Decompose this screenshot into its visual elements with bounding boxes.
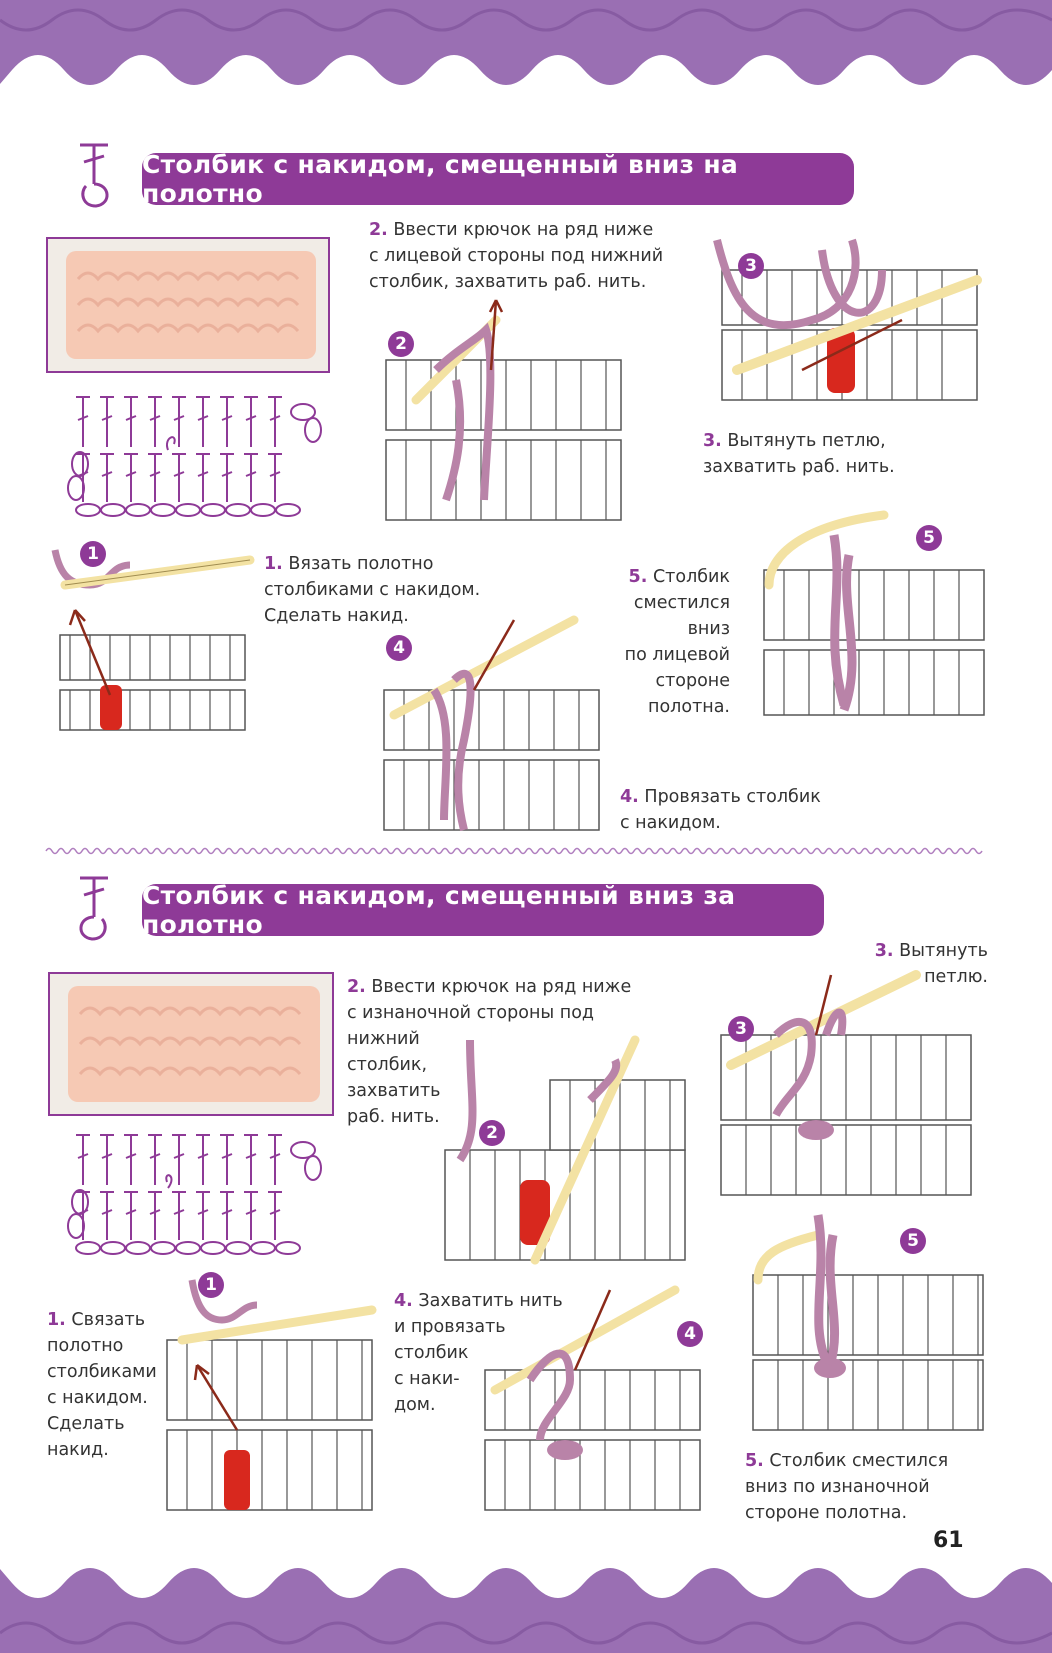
illustration-step4-front <box>383 615 600 831</box>
step2-text-front: 2. Ввести крючок на ряд ниже с лицевой с… <box>369 220 664 292</box>
section-divider <box>45 847 983 855</box>
step-badge-5-back: 5 <box>900 1228 926 1254</box>
step-badge-4-back: 4 <box>677 1321 703 1347</box>
section2-title: Столбик с накидом, смещенный вниз за пол… <box>142 881 824 939</box>
step3-text-back: 3. Вытянуть петлю. <box>874 941 988 987</box>
illustration-step1-back <box>166 1279 377 1511</box>
step-badge-1-front: 1 <box>80 541 106 567</box>
step-badge-2-front: 2 <box>388 331 414 357</box>
illustration-step5-front <box>763 510 985 716</box>
step3-text-front: 3. Вытянуть петлю, захватить раб. нить. <box>703 431 895 477</box>
step1-text-back: 1. Связать полотно столбиками с накидом.… <box>47 1310 157 1460</box>
step4-text-front: 4. Провязать столбик с накидом. <box>620 787 821 833</box>
illustration-step1-front <box>51 549 255 731</box>
illustration-step3-back <box>720 970 972 1196</box>
step4-text-back: 4. Захватить нить и провязать столбик с … <box>394 1291 563 1415</box>
step1-text-front: 1. Вязать полотно столбиками с накидом. … <box>264 554 481 626</box>
bottom-ricrac-trim <box>0 1568 1052 1653</box>
step-badge-3-back: 3 <box>728 1016 754 1042</box>
step5-text-back: 5. Столбик сместился вниз по изнаночной … <box>745 1451 949 1523</box>
step-badge-2-back: 2 <box>479 1120 505 1146</box>
illustration-step2-front <box>385 299 622 521</box>
step-badge-3-front: 3 <box>738 253 764 279</box>
step2-text-back: 2. Ввести крючок на ряд ниже с изнаночно… <box>347 977 632 1127</box>
illustration-step2-back <box>444 1035 686 1265</box>
step5-text-front: 5. Столбик сместился вниз по лицевой сто… <box>624 567 730 717</box>
back-post-double-crochet-symbol-icon <box>79 876 108 941</box>
illustration-step3-front <box>713 238 982 401</box>
step-badge-1-back: 1 <box>198 1272 224 1298</box>
stitch-chart-back <box>67 1134 322 1255</box>
step-badge-4-front: 4 <box>386 635 412 661</box>
front-post-double-crochet-symbol-icon <box>80 143 109 208</box>
top-ricrac-trim <box>0 0 1052 85</box>
swatch-photo-back <box>48 972 334 1116</box>
step-badge-5-front: 5 <box>916 525 942 551</box>
page-number: 61 <box>933 1528 964 1553</box>
illustration-step5-back <box>752 1214 984 1431</box>
stitch-chart-front <box>67 396 322 517</box>
illustration-step4-back <box>484 1285 701 1511</box>
section1-title: Столбик с накидом, смещенный вниз на пол… <box>142 150 854 208</box>
swatch-photo-front <box>46 237 330 373</box>
